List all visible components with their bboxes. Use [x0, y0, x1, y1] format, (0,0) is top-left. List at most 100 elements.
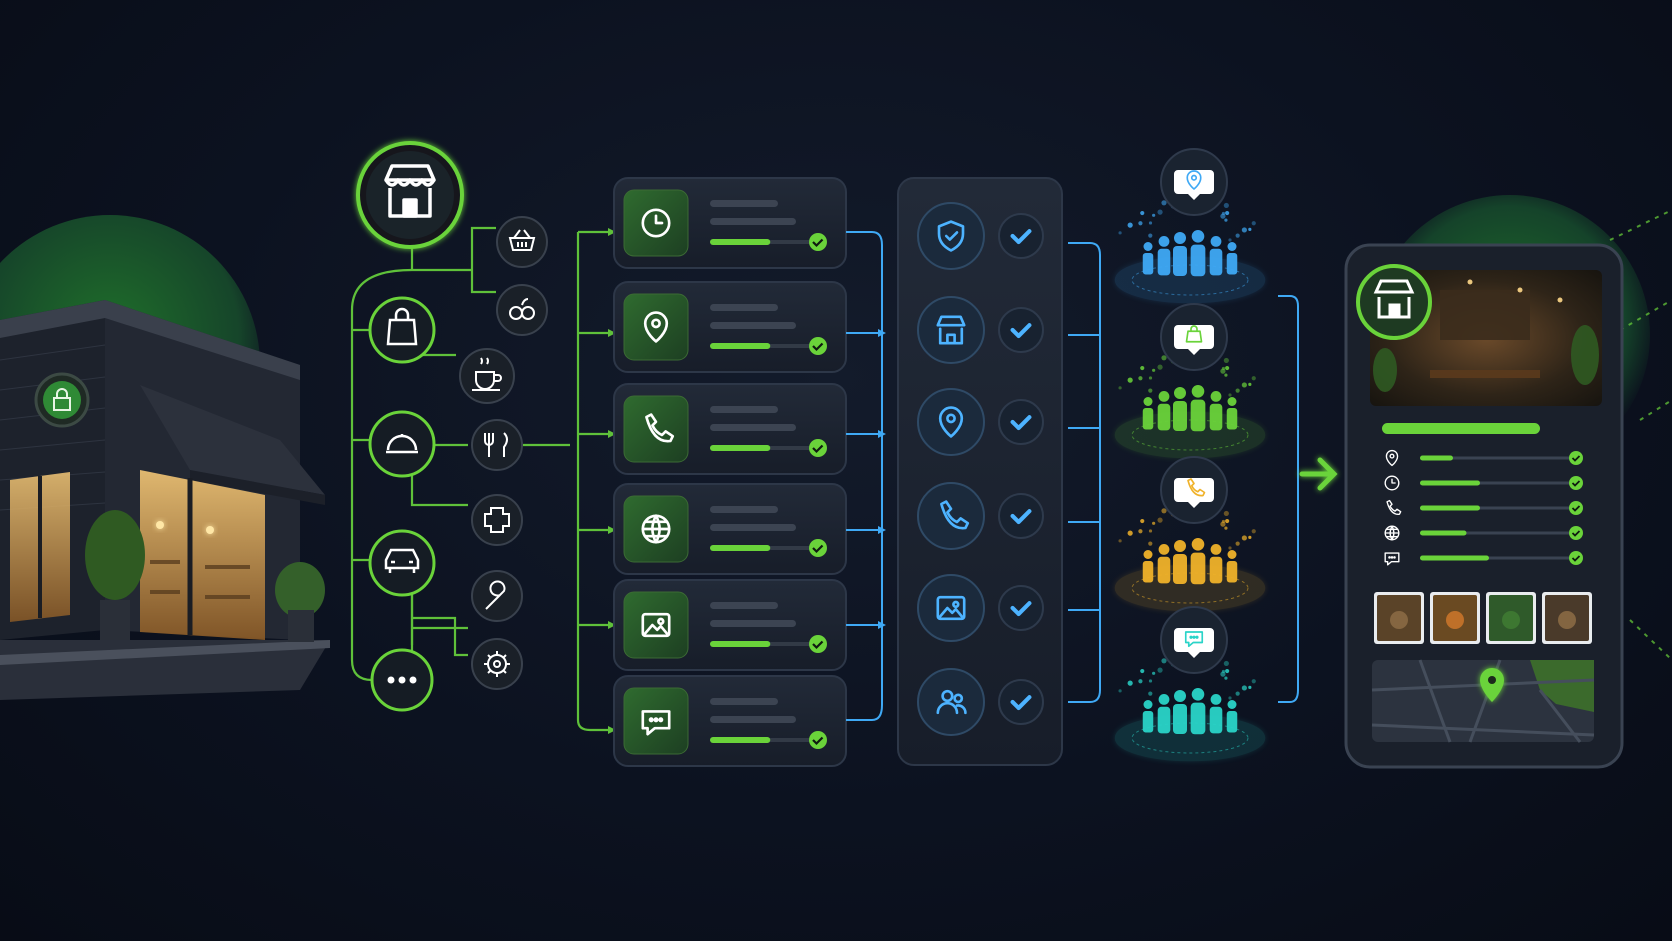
audience-bubble [1160, 303, 1228, 371]
image-icon [936, 595, 966, 621]
gallery-thumbnail[interactable] [1542, 592, 1592, 644]
profile-badge [1356, 264, 1432, 340]
phone-icon [1386, 499, 1402, 515]
placeholder-line [710, 602, 778, 609]
gallery-thumbnail[interactable] [1430, 592, 1480, 644]
people-crowd-icon [1142, 538, 1238, 585]
location-pin-icon [1385, 449, 1399, 467]
check-icon [1010, 323, 1032, 339]
verification-row [917, 296, 1044, 364]
progress-fill [710, 343, 771, 349]
fields-to-verification-connectors [846, 231, 883, 721]
placeholder-line [710, 506, 778, 513]
category-tree-connectors [350, 226, 570, 682]
placeholder-line [710, 424, 796, 431]
verified-check-badge [1569, 451, 1583, 465]
placeholder-line [710, 218, 796, 225]
placeholder-line [710, 322, 796, 329]
verification-row [917, 202, 1044, 270]
hub-store-node [356, 141, 464, 249]
verified-check-badge [809, 539, 827, 557]
placeholder-line [710, 524, 796, 531]
phone-icon [1187, 478, 1206, 497]
fork-knife-icon [484, 432, 508, 457]
row-track [1420, 456, 1570, 460]
check-circle [998, 585, 1044, 631]
verification-row [917, 388, 1044, 456]
globe-icon [1384, 525, 1400, 541]
storefront-icon [384, 164, 436, 218]
verification-panel [897, 177, 1063, 766]
storefront-building [0, 300, 330, 700]
audience-group [1114, 303, 1266, 459]
verified-check-badge [809, 731, 827, 749]
check-icon [1010, 509, 1032, 525]
placeholder-line [710, 200, 778, 207]
category-nodes [368, 296, 436, 712]
gear-icon [484, 651, 510, 677]
verified-check-badge [1569, 526, 1583, 540]
check-icon [1010, 229, 1032, 245]
tree-to-fields-connectors [576, 230, 608, 732]
check-icon [1010, 695, 1032, 711]
verified-check-badge [1569, 551, 1583, 565]
profile-detail-row [1385, 449, 1583, 467]
gallery-thumbnail[interactable] [1486, 592, 1536, 644]
arrow-right-icon [1299, 457, 1338, 491]
listing-field-cards [613, 177, 847, 767]
verified-check-badge [809, 439, 827, 457]
verified-check-badge [809, 635, 827, 653]
placeholder-line [710, 620, 796, 627]
audience-bubble [1160, 606, 1228, 674]
gallery-thumbnail[interactable] [1374, 592, 1424, 644]
placeholder-line [710, 698, 778, 705]
check-circle [998, 399, 1044, 445]
verified-check-badge [1569, 501, 1583, 515]
category-node-shopping [368, 296, 436, 364]
check-icon [1010, 415, 1032, 431]
progress-fill [710, 737, 771, 743]
food-service-cloche-icon [386, 434, 418, 454]
clock-icon [641, 208, 671, 238]
profile-detail-row [1384, 525, 1583, 541]
row-fill [1420, 480, 1480, 486]
location-pin-icon [938, 406, 964, 438]
progress-fill [710, 641, 771, 647]
row-fill [1420, 455, 1453, 461]
listing-field-card [613, 579, 847, 671]
check-circle [998, 679, 1044, 725]
profile-name-bar [1382, 423, 1540, 434]
storefront-icon [936, 315, 966, 345]
users-icon [936, 689, 967, 715]
clock-icon [1384, 475, 1400, 491]
category-node-food [368, 410, 436, 478]
audience-group [1114, 148, 1266, 304]
globe-icon [641, 514, 671, 544]
produce-icon [509, 298, 535, 320]
location-pin-icon [1186, 170, 1202, 190]
car-icon [384, 548, 420, 573]
category-node-auto [368, 529, 436, 597]
listing-field-card [613, 281, 847, 373]
verification-rows [917, 202, 1044, 736]
audience-group [1114, 456, 1266, 612]
verification-to-audience-connectors [1068, 242, 1101, 703]
shopping-bag-icon [1185, 325, 1203, 343]
audience-group [1114, 606, 1266, 762]
listing-field-card [613, 383, 847, 475]
audience-to-profile-connector [1278, 295, 1299, 703]
verification-row [917, 574, 1044, 642]
check-icon [1010, 601, 1032, 617]
map-pin-icon [1480, 668, 1504, 702]
profile-map [1371, 659, 1595, 743]
profile-detail-row [1384, 475, 1583, 491]
audience-bubble [1160, 456, 1228, 524]
people-crowd-icon [1142, 688, 1238, 735]
chat-bubble-icon [641, 710, 671, 736]
people-crowd-icon [1142, 385, 1238, 432]
check-circle [998, 213, 1044, 259]
verification-row [917, 668, 1044, 736]
phone-icon [645, 413, 675, 443]
progress-fill [710, 239, 771, 245]
decorative-light-streaks [1609, 209, 1672, 661]
